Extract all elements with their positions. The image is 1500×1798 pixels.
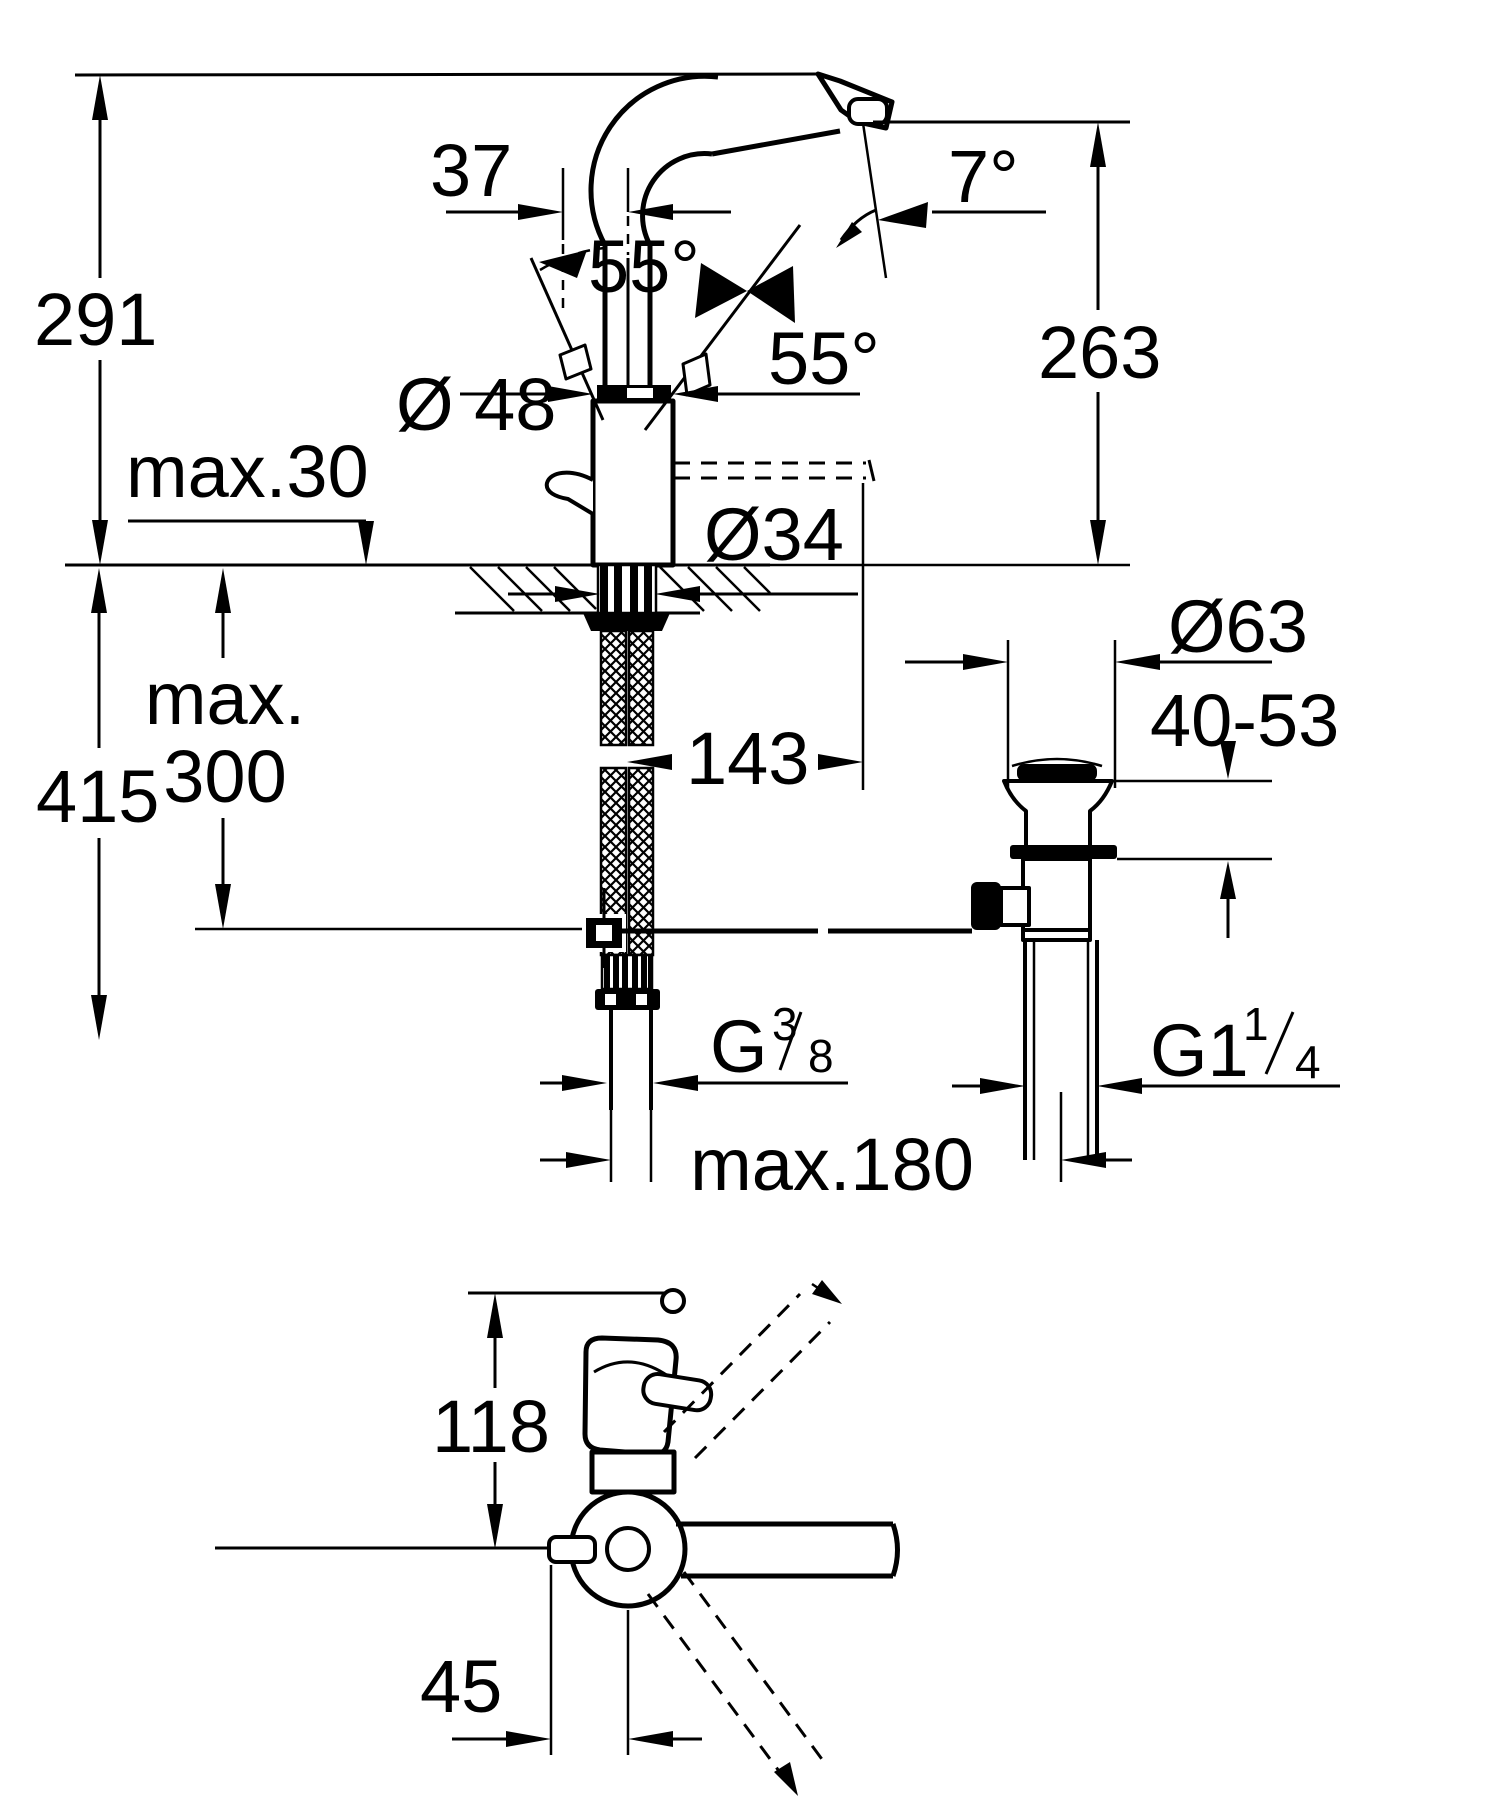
dim-swing-55-right: 55° xyxy=(695,263,880,400)
top-view-handle-dashed-up xyxy=(662,1280,842,1460)
dim-label-55-right: 55° xyxy=(768,317,880,400)
dim-outlet-height-263: 263 xyxy=(873,120,1161,565)
pop-up-rod xyxy=(195,888,972,968)
drain-body xyxy=(1021,857,1092,932)
thread-g38-sup: 3 xyxy=(772,998,798,1050)
dim-spout-offset-37: 37 xyxy=(430,129,731,312)
aerator xyxy=(847,97,889,126)
dim-label-263: 263 xyxy=(1038,311,1161,394)
dim-label-55-left: 55° xyxy=(588,225,700,308)
dim-swing-55-left: 55° xyxy=(539,225,700,308)
dim-label-max: max. xyxy=(145,657,305,740)
dim-label-143: 143 xyxy=(686,717,809,800)
dim-label-40-53: 40-53 xyxy=(1150,679,1339,762)
faucet-body xyxy=(544,385,676,568)
connector-nut xyxy=(595,989,660,1010)
dim-supply-thread-g38: G 3 8 xyxy=(540,998,848,1091)
dim-label-37: 37 xyxy=(430,129,512,212)
dim-depth-415: 415 xyxy=(36,568,159,1040)
dim-label-300: 300 xyxy=(163,735,286,818)
thread-g114-sub: 4 xyxy=(1295,1036,1321,1088)
dim-label-34: Ø34 xyxy=(704,493,844,576)
drain-lever-knob xyxy=(971,882,1001,930)
top-view-pin-circle xyxy=(660,1288,686,1314)
mounting-nut xyxy=(583,613,670,631)
dim-label-7: 7° xyxy=(948,135,1019,218)
main-view: 291 37 55° 55° xyxy=(34,71,1340,1206)
dim-top-118: 118 xyxy=(432,1293,550,1549)
thread-g114-sup: 1 xyxy=(1243,998,1269,1050)
top-view-tab xyxy=(547,1535,597,1564)
dim-drain-offset-max180: max.180 xyxy=(540,1092,1132,1206)
pop-up-drain xyxy=(971,757,1117,1160)
dim-label-max30: max.30 xyxy=(126,430,369,513)
dim-spout-angle-7: 7° xyxy=(836,122,1046,279)
handle-tip-left xyxy=(558,343,593,381)
dim-drain-thread-g114: G1 1 4 xyxy=(952,998,1340,1094)
dim-shank-diameter-34: Ø34 xyxy=(508,493,858,602)
dim-drain-flange-63: Ø63 xyxy=(905,585,1308,788)
dim-handle-reach-143: 143 xyxy=(627,483,865,800)
dim-label-63: Ø63 xyxy=(1168,585,1308,668)
top-view-temp-pin xyxy=(641,1372,714,1413)
dim-drain-deck-40-53: 40-53 xyxy=(1112,679,1339,938)
top-view-body xyxy=(589,1449,677,1495)
thread-g114-base: G1 xyxy=(1150,1009,1249,1092)
dim-deck-max30: max.30 xyxy=(126,430,374,565)
top-view-spout-endcap xyxy=(890,1523,900,1577)
dim-label-291: 291 xyxy=(34,278,157,361)
top-view: 118 xyxy=(215,1280,900,1796)
dim-hose-max300: max. 300 xyxy=(145,568,305,929)
dim-height-291: 291 xyxy=(34,75,157,565)
spout xyxy=(588,71,895,390)
dim-label-415: 415 xyxy=(36,755,159,838)
mounting-deck xyxy=(65,563,1130,631)
thread-g38-sub: 8 xyxy=(808,1030,834,1082)
drain-funnel xyxy=(1002,779,1114,849)
dim-body-diameter-48: Ø 48 xyxy=(396,363,860,446)
top-view-faucet xyxy=(547,1280,900,1796)
dim-label-118: 118 xyxy=(432,1385,550,1468)
top-view-handle-dashed-down xyxy=(646,1571,826,1796)
dim-label-45: 45 xyxy=(420,1645,502,1728)
dim-label-48: Ø 48 xyxy=(396,363,556,446)
side-lever xyxy=(544,470,595,516)
drain-flange xyxy=(1010,845,1117,859)
dim-label-max180: max.180 xyxy=(690,1123,974,1206)
thread-g38-base: G xyxy=(710,1005,768,1088)
supply-hoses xyxy=(595,629,660,1182)
handle-positions xyxy=(529,224,876,482)
drain-plug xyxy=(1017,764,1097,781)
dim-top-45: 45 xyxy=(420,1565,702,1755)
